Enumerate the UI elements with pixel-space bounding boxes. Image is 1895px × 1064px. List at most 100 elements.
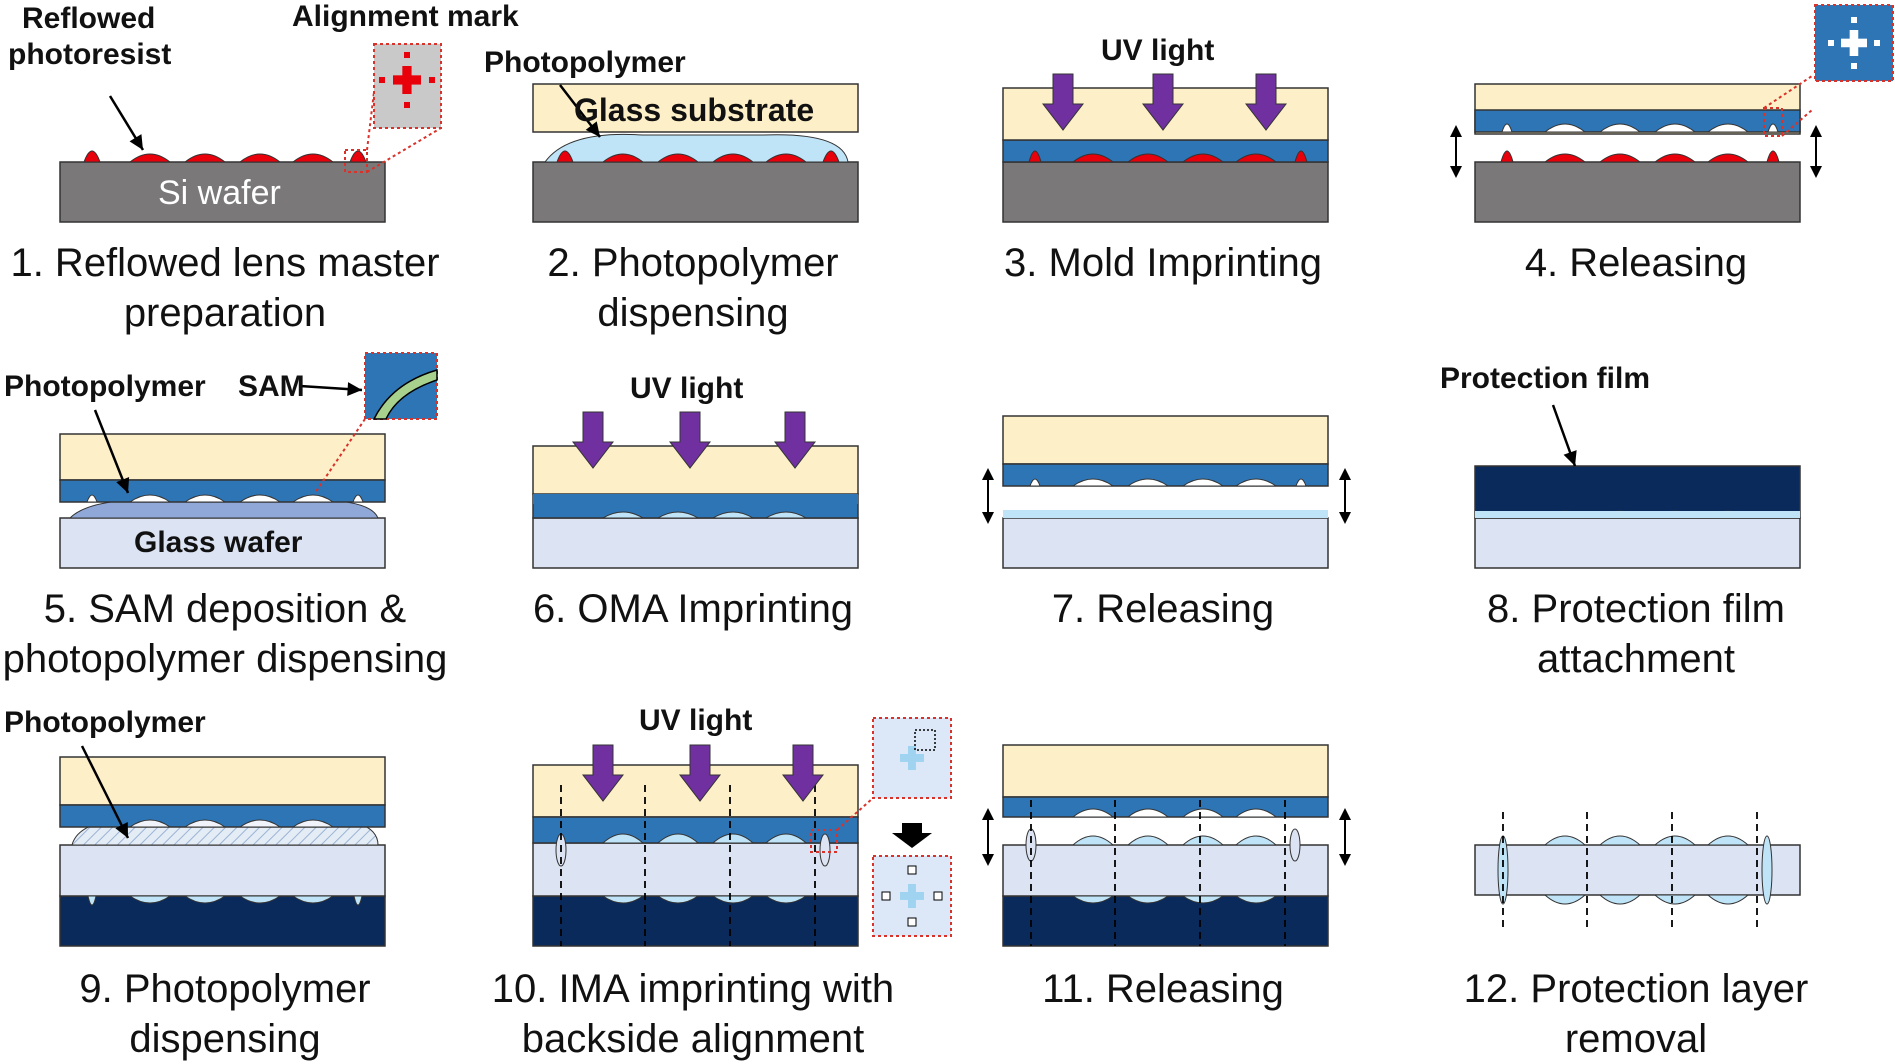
caption-step-2: 2. Photopolymer dispensing [547,241,839,335]
ima-lens-12-1 [1598,835,1642,846]
mold-edge-4-0 [1501,123,1513,133]
mold-cavity-5-2 [238,494,282,503]
arrow-head-up [982,808,994,820]
mold-cavity-5-3 [291,494,335,503]
mold-cavity-7-0 [1071,478,1115,487]
label-glass-substrate: Glass substrate [574,92,815,128]
alignment-mark-cross-4 [1841,30,1867,56]
mold-cavity-11-1 [1126,808,1170,818]
master-lens-4-1 [1598,153,1642,163]
oma-lens-11-3 [1234,895,1278,904]
arrow-head-down [1339,512,1351,524]
edge-lens-12-0 [1497,835,1509,905]
edge-lens-12-1 [1761,835,1773,905]
uv-arrow-6-1 [668,411,712,469]
ima-layer-10 [532,816,859,844]
mold-strip-6 [533,494,858,504]
glass-wafer-12 [1474,844,1801,896]
mold-cavity-9-2 [238,819,282,828]
oma-lens-10-2 [711,895,755,904]
arrow-head-up [1450,125,1462,137]
mark10-dot-1 [907,917,917,927]
arrow-head-down [982,854,994,866]
arrow-protection [1551,404,1577,467]
arrow-shaft [93,409,130,494]
master-lens-4-0 [1543,153,1587,163]
mold-cavity-11-0 [1071,808,1115,818]
glass-wafer-9 [59,844,386,897]
uv-arrow-10-1 [678,744,722,802]
sam-layer-zoom [372,369,438,420]
arrow-head-down [982,512,994,524]
mold-cavity-7-3 [1234,478,1278,487]
caption-step-11: 11. Releasing [1042,967,1284,1011]
arrow-reflowed [108,95,145,151]
ima-lens-10-0 [601,833,645,844]
oma-lens-6-3 [764,511,808,519]
release-arrow-7-right [1339,468,1351,524]
oma-lens-11-2 [1181,895,1225,904]
sam-zoom-line [314,418,366,494]
mark-zoom-line-10 [836,797,874,831]
caption-step-1: 1. Reflowed lens master preparation [10,241,440,335]
caption-step-12: 12. Protection layer removal [1463,967,1809,1061]
uv-arrow-6-0 [571,411,615,469]
mark10-dot-0 [907,865,917,875]
ima-edge-11-1 [1289,828,1301,862]
mark-dot-3 [429,77,435,83]
caption-step-5: 5. SAM deposition & photopolymer dispens… [2,587,448,681]
ima-edge-10-1 [819,833,831,867]
mark4-dot-3 [1874,40,1880,46]
uv-arrow-3-0 [1041,73,1085,131]
master-lens-2-3 [764,153,808,163]
master-edge-2-b [822,150,840,163]
arrow-head-down [1339,854,1351,866]
label-alignment-mark: Alignment mark [292,0,519,33]
release-arrow-4-left [1450,125,1462,178]
si-wafer-1 [59,161,386,223]
arrow-head-up [1339,468,1351,480]
uv-arrow-10-0 [581,744,625,802]
oma-lens-6-1 [656,511,700,519]
mark-zoom-line-4b [1781,109,1813,137]
mold-cavity-5-1 [183,494,227,503]
oma-lens-12-1 [1598,894,1642,905]
caption-step-10: 10. IMA imprinting with backside alignme… [491,967,895,1061]
label-si-wafer: Si wafer [158,174,281,212]
reflowed-lens-0 [83,150,101,163]
arrow-head [585,121,600,137]
arrow-head-up [1339,808,1351,820]
mark10-dot-3 [933,891,943,901]
caption-step-3: 3. Mold Imprinting [1004,241,1322,285]
ima-lens-11-2 [1181,835,1225,846]
mold-cavity-4-1 [1598,123,1642,133]
mold-layer-11 [1002,796,1329,818]
reflowed-lens-1 [128,153,172,163]
glass-substrate-7 [1002,415,1329,465]
glass-wafer-7 [1002,517,1329,569]
alignment-mark-cross [393,66,421,94]
protection-film-8 [1474,465,1801,519]
arrow-head [1563,450,1577,466]
mold-layer-9 [59,804,386,828]
glass-substrate-2 [532,83,859,133]
si-wafer-4 [1474,161,1801,223]
glass-wafer-6 [532,517,859,569]
ima-lens-10-2 [711,833,755,844]
mold-cavity-9-0 [128,819,172,828]
release-arrow-11-left [982,808,994,866]
mark-zoom-line-1 [366,91,375,151]
mark-zoom-source-4 [1763,107,1783,137]
master-edge-3-b [1294,150,1308,163]
glass-wafer-8 [1474,517,1801,569]
arrow-photopolymer-9 [80,745,130,839]
mark-dot-1 [404,102,410,108]
mark-zoom-source-10 [810,829,838,853]
mold-edge-5-0 [86,494,98,503]
release-arrow-11-right [1339,808,1351,866]
oma-base-7 [1003,510,1328,518]
mark4-dot-1 [1851,63,1857,69]
glass-wafer-11 [1002,844,1329,897]
label-glass-wafer: Glass wafer [134,526,303,559]
arrow-head [115,822,128,838]
